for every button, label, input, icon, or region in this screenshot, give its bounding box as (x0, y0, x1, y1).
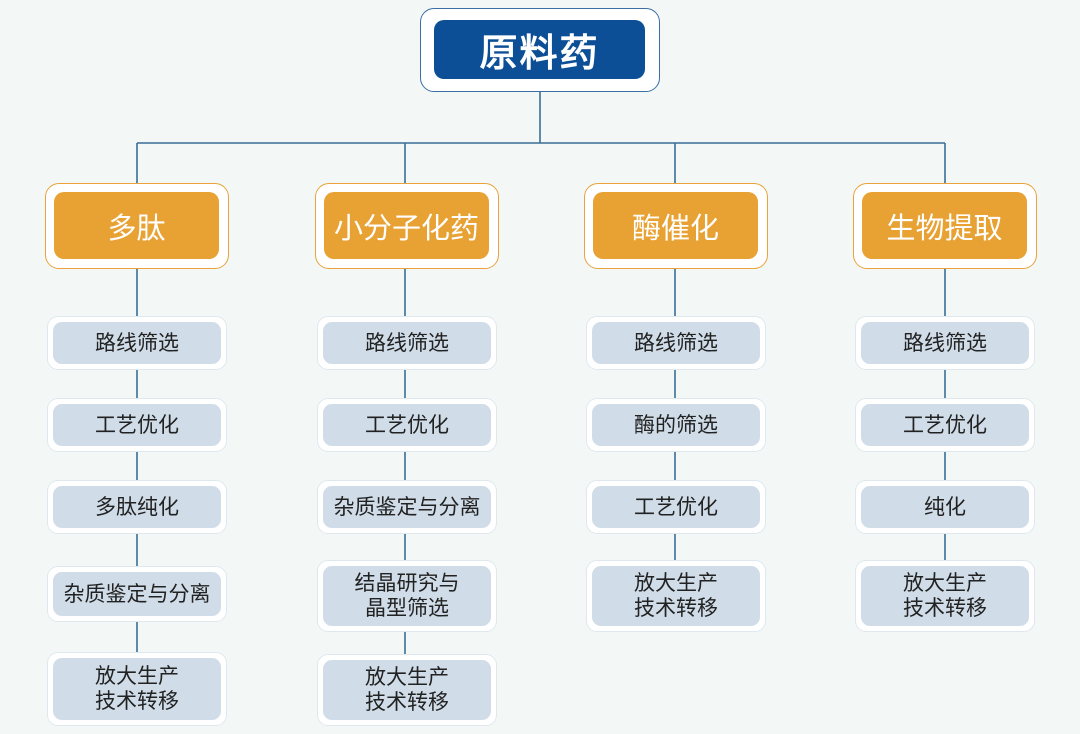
step-node: 路线筛选 (317, 316, 497, 370)
step-label: 放大生产 技术转移 (53, 658, 221, 720)
step-label: 酶的筛选 (592, 404, 760, 446)
step-node: 结晶研究与 晶型筛选 (317, 560, 497, 632)
step-label: 工艺优化 (861, 404, 1029, 446)
step-label: 结晶研究与 晶型筛选 (323, 566, 491, 626)
step-node: 工艺优化 (586, 480, 766, 534)
step-label: 路线筛选 (592, 322, 760, 364)
step-label: 路线筛选 (861, 322, 1029, 364)
step-node: 路线筛选 (586, 316, 766, 370)
step-label: 杂质鉴定与分离 (323, 486, 491, 528)
step-label: 纯化 (861, 486, 1029, 528)
category-label: 酶催化 (593, 192, 758, 259)
step-label: 工艺优化 (323, 404, 491, 446)
category-label: 多肽 (54, 192, 219, 259)
step-node: 路线筛选 (47, 316, 227, 370)
step-node: 工艺优化 (855, 398, 1035, 452)
step-label: 放大生产 技术转移 (861, 566, 1029, 626)
step-label: 杂质鉴定与分离 (53, 572, 221, 616)
category-bio-extraction: 生物提取 (853, 183, 1037, 269)
step-label: 多肽纯化 (53, 486, 221, 528)
category-peptide: 多肽 (45, 183, 229, 269)
step-node: 放大生产 技术转移 (317, 654, 497, 726)
step-label: 路线筛选 (323, 322, 491, 364)
step-label: 放大生产 技术转移 (592, 566, 760, 626)
step-node: 路线筛选 (855, 316, 1035, 370)
step-node: 杂质鉴定与分离 (317, 480, 497, 534)
step-label: 放大生产 技术转移 (323, 660, 491, 720)
step-node: 纯化 (855, 480, 1035, 534)
step-node: 工艺优化 (47, 398, 227, 452)
step-node: 放大生产 技术转移 (47, 652, 227, 726)
step-label: 工艺优化 (53, 404, 221, 446)
step-node: 工艺优化 (317, 398, 497, 452)
category-small-molecule: 小分子化药 (315, 183, 499, 269)
category-label: 生物提取 (862, 192, 1027, 259)
step-node: 放大生产 技术转移 (586, 560, 766, 632)
step-label: 工艺优化 (592, 486, 760, 528)
step-label: 路线筛选 (53, 322, 221, 364)
step-node: 放大生产 技术转移 (855, 560, 1035, 632)
root-node: 原料药 (420, 8, 660, 92)
root-label: 原料药 (434, 20, 645, 79)
category-label: 小分子化药 (324, 192, 489, 259)
step-node: 多肽纯化 (47, 480, 227, 534)
step-node: 杂质鉴定与分离 (47, 566, 227, 622)
category-enzyme-catalysis: 酶催化 (584, 183, 768, 269)
step-node: 酶的筛选 (586, 398, 766, 452)
